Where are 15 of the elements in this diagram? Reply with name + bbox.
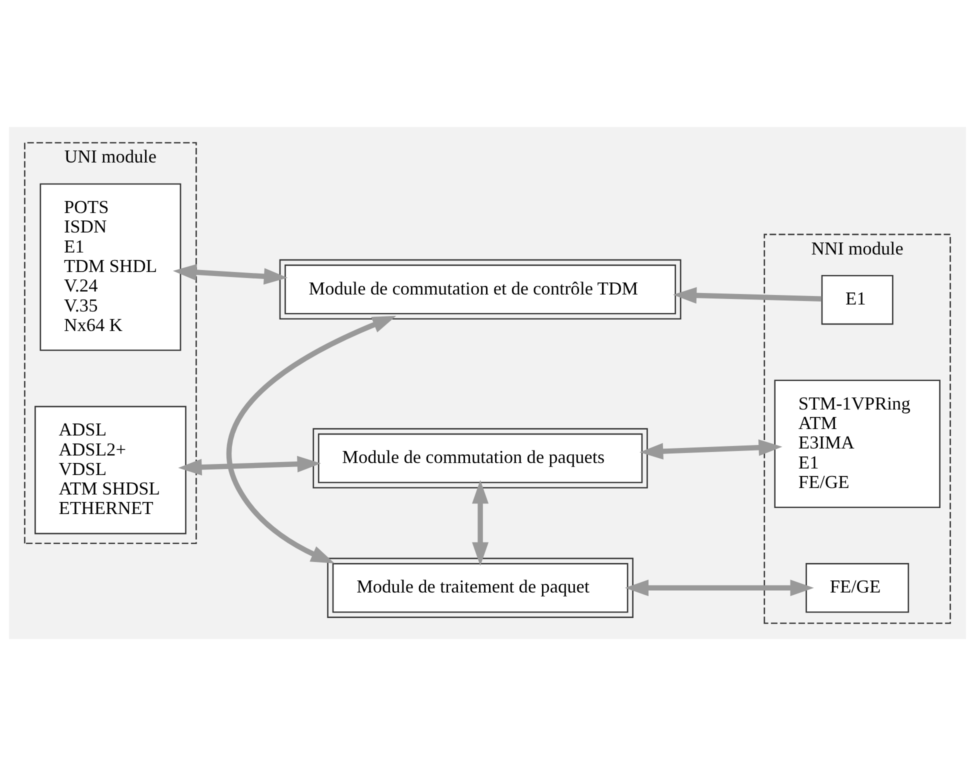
arrow (672, 286, 822, 304)
arrow (639, 438, 782, 460)
node-box: POTS ISDN E1 TDM SHDL V.24 V.35 Nx64 K (39, 182, 181, 350)
arrow (226, 315, 396, 563)
arrow (472, 479, 488, 566)
node-box: STM-1VPRing ATM E3IMA E1 FE/GE (774, 379, 940, 508)
arrow (172, 264, 288, 284)
node-box: ADSL ADSL2+ VDSL ATM SHDSL ETHERNET (34, 405, 186, 534)
arrow (178, 455, 320, 475)
node-box: FE/GE (805, 562, 909, 612)
node-box: Module de traitement de paquet (326, 557, 633, 618)
node-box: Module de commutation de paquets (312, 428, 648, 488)
node-box: Module de commutation et de contrôle TDM (278, 258, 681, 319)
node-box: E1 (820, 274, 893, 324)
arrow (624, 579, 814, 596)
